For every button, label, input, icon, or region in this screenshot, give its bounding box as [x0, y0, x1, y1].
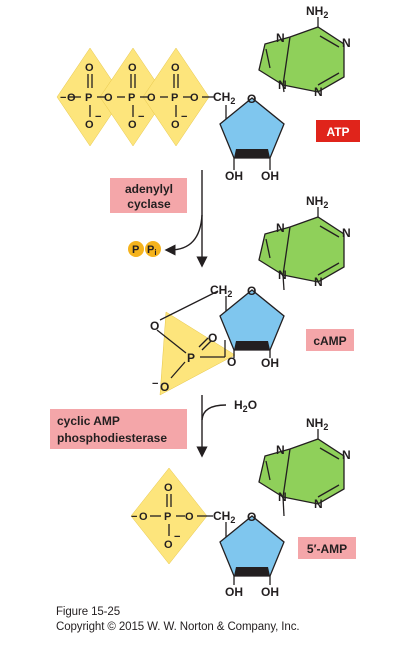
camp-molecule: CH2 O P O O − O O OH N	[150, 194, 354, 396]
nh2-label: NH2	[306, 416, 328, 432]
atom-o: O	[164, 539, 173, 551]
amp-label: 5′-AMP	[307, 542, 347, 556]
pyrophosphate-label: Pi	[147, 244, 157, 257]
figure-number: Figure 15-25	[56, 606, 121, 618]
phosphodiesterase-step: cyclic AMP phosphodiesterase H2O	[50, 395, 257, 458]
nh2-label: NH2	[306, 4, 328, 20]
amp-label-box	[298, 537, 356, 559]
amp-adenine	[258, 429, 345, 517]
nh2-label: NH2	[306, 194, 328, 210]
atom-o: O	[85, 119, 94, 131]
water-label: H2O	[234, 398, 257, 414]
atp-label: ATP	[326, 125, 349, 139]
svg-text:−: −	[95, 111, 101, 123]
camp-phosphate-group	[159, 311, 236, 396]
camp-label-box	[306, 329, 354, 351]
svg-text:−: −	[138, 111, 144, 123]
camp-label: cAMP	[313, 334, 346, 348]
atom-p: P	[171, 92, 178, 104]
atom-o: O	[185, 511, 194, 523]
atp-ribose	[219, 97, 285, 170]
atom-n: N	[314, 275, 323, 289]
atom-n: N	[276, 443, 285, 457]
adenylyl-cyclase-step: adenylyl cyclase P Pi	[110, 170, 208, 268]
svg-text:−: −	[152, 378, 158, 390]
hydroxyl-2: OH	[225, 585, 243, 599]
atp-label-box	[316, 120, 360, 142]
atom-o: O	[139, 511, 148, 523]
atom-n: N	[342, 36, 351, 50]
atom-o: O	[171, 62, 180, 74]
atom-n: N	[276, 221, 285, 235]
atom-o: O	[160, 380, 169, 394]
atom-p: P	[128, 92, 135, 104]
enzyme-label: cyclic AMP	[57, 414, 120, 428]
adenylyl-cyclase-box	[110, 178, 187, 213]
atp-phosphate-group	[56, 47, 210, 147]
atom-o: O	[147, 92, 156, 104]
copyright-notice: Copyright © 2015 W. W. Norton & Company,…	[56, 621, 300, 633]
phosphodiesterase-box	[50, 409, 187, 449]
atom-n: N	[278, 490, 287, 504]
atom-o: O	[85, 62, 94, 74]
atp-molecule: − O P O P O P O O O O O − O − O − CH2 O …	[56, 4, 360, 183]
atom-n: N	[278, 268, 287, 282]
svg-text:−: −	[60, 92, 66, 104]
enzyme-label: phosphodiesterase	[57, 431, 167, 445]
atom-o: O	[104, 92, 113, 104]
ch2-label: CH2	[210, 283, 232, 299]
atom-o: O	[128, 119, 137, 131]
atom-n: N	[342, 226, 351, 240]
atom-o: O	[128, 62, 137, 74]
ch2-label: CH2	[213, 90, 235, 106]
ch2-label: CH2	[213, 509, 235, 525]
atom-o: O	[227, 355, 236, 369]
camp-adenine	[258, 207, 345, 291]
atom-p: P	[85, 92, 92, 104]
hydroxyl-3: OH	[261, 585, 279, 599]
atom-n: N	[276, 31, 285, 45]
hydroxyl-2: OH	[261, 356, 279, 370]
svg-text:−: −	[174, 531, 180, 543]
ring-oxygen: O	[247, 92, 256, 106]
atom-n: N	[342, 448, 351, 462]
atom-o: O	[150, 319, 159, 333]
atom-o: O	[164, 482, 173, 494]
water-input-arrow	[201, 404, 227, 421]
atom-n: N	[314, 85, 323, 99]
amp-ribose	[219, 515, 285, 585]
atom-o: O	[67, 92, 76, 104]
amp-phosphate-group	[130, 467, 208, 565]
atom-p: P	[187, 351, 195, 365]
camp-ribose	[219, 289, 285, 358]
svg-text:−: −	[181, 111, 187, 123]
hydroxyl-3: OH	[261, 169, 279, 183]
atom-o: O	[208, 331, 217, 345]
pyrophosphate-label: P	[132, 244, 139, 256]
enzyme-label: cyclase	[127, 197, 171, 211]
atom-n: N	[278, 78, 287, 92]
atom-o: O	[171, 119, 180, 131]
atp-adenine	[258, 17, 345, 93]
hydroxyl-2: OH	[225, 169, 243, 183]
amp-molecule: − O P O O O − CH2 O OH OH	[130, 416, 356, 599]
pyrophosphate-circle-2	[145, 241, 161, 257]
atom-n: N	[314, 497, 323, 511]
atom-p: P	[164, 511, 171, 523]
side-product-arrow	[164, 214, 203, 256]
enzyme-label: adenylyl	[125, 182, 173, 196]
atom-o: O	[190, 92, 199, 104]
pyrophosphate-circle-1	[128, 241, 144, 257]
ring-oxygen: O	[247, 510, 256, 524]
atp-phosphate-alpha	[142, 47, 210, 147]
ring-oxygen: O	[247, 284, 256, 298]
svg-text:−: −	[131, 511, 137, 523]
